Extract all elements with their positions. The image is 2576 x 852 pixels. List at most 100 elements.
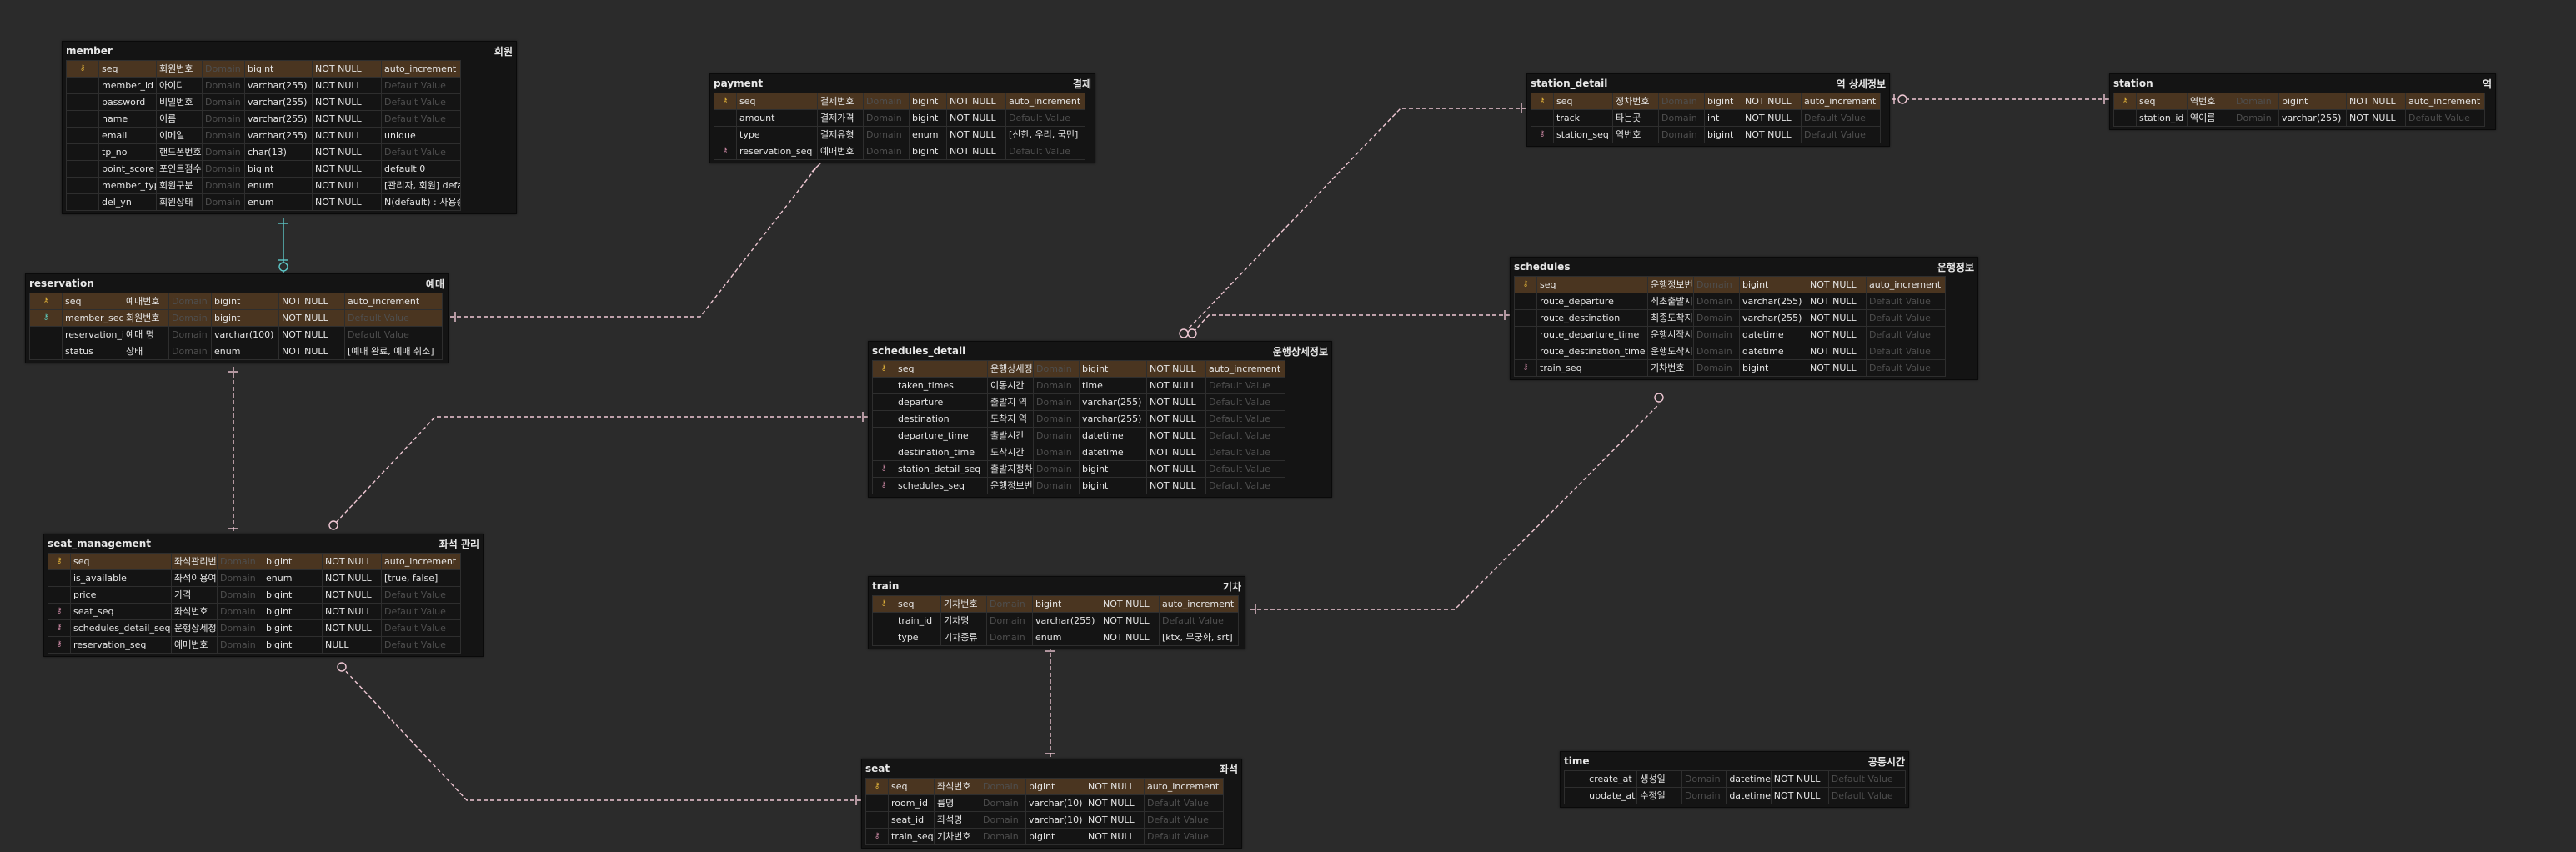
column-logical-name: 가격 [171,586,218,604]
column-row[interactable]: ⚷seq운행상세정보번호DomainbigintNOT NULLauto_inc… [872,360,1328,378]
relationship-schedules-detail-seat-management-end [328,520,338,530]
column-row[interactable]: ⚷schedules_seq운행정보번호DomainbigintNOT NULL… [872,477,1328,494]
column-name: destination_time [895,444,988,461]
column-name: train_seq [1536,359,1648,377]
column-domain: Domain [217,586,263,604]
column-domain: Domain [863,126,910,143]
table-schedules-detail[interactable]: schedules_detail운행상세정보⚷seq운행상세정보번호Domain… [868,341,1332,498]
column-row[interactable]: ⚷seq운행정보번호DomainbigintNOT NULLauto_incre… [1514,276,1974,293]
foreign-key-icon: ⚷ [48,603,71,620]
column-default: Default Value [1144,811,1224,829]
relationship-seat-seat-management-end [337,662,347,672]
column-null: NOT NULL [312,110,382,128]
empty-key-cell [872,377,895,394]
empty-key-cell [872,629,895,646]
column-logical-name: 핸드폰번호 [156,143,203,161]
table-comment: 좌석 [1219,763,1238,775]
column-row[interactable]: ⚷seq좌석관리번호DomainbigintNOT NULLauto_incre… [48,553,479,570]
column-row[interactable]: reservation_id예매 명Domainvarchar(100)NOT … [29,326,444,343]
column-row[interactable]: ⚷schedules_detail_seq운행상세정보번호Domainbigin… [48,619,479,637]
empty-key-cell [66,77,99,94]
table-name: station [2113,78,2153,89]
column-null: NOT NULL [312,193,382,211]
table-name: schedules [1514,261,1571,273]
column-null: NOT NULL [2346,93,2406,110]
column-default: Default Value [381,77,461,94]
column-row[interactable]: ⚷station_detail_seq출발지정차번호DomainbigintNO… [872,460,1328,478]
column-null: NOT NULL [2346,109,2406,127]
table-name: schedules_detail [872,345,966,357]
column-domain: Domain [2233,93,2279,110]
column-row[interactable]: member_type회원구분DomainenumNOT NULL[관리자, 회… [66,177,513,194]
column-logical-name: 예매번호 [817,143,864,160]
column-row[interactable]: route_departure_time운행시작시간Domaindatetime… [1514,326,1974,343]
column-logical-name: 회원구분 [156,177,203,194]
column-row[interactable]: route_destination_time운행도착시간Domaindateti… [1514,343,1974,360]
column-type: bigint [1032,595,1100,613]
column-row[interactable]: is_available좌석이용여부DomainenumNOT NULL[tru… [48,569,479,587]
